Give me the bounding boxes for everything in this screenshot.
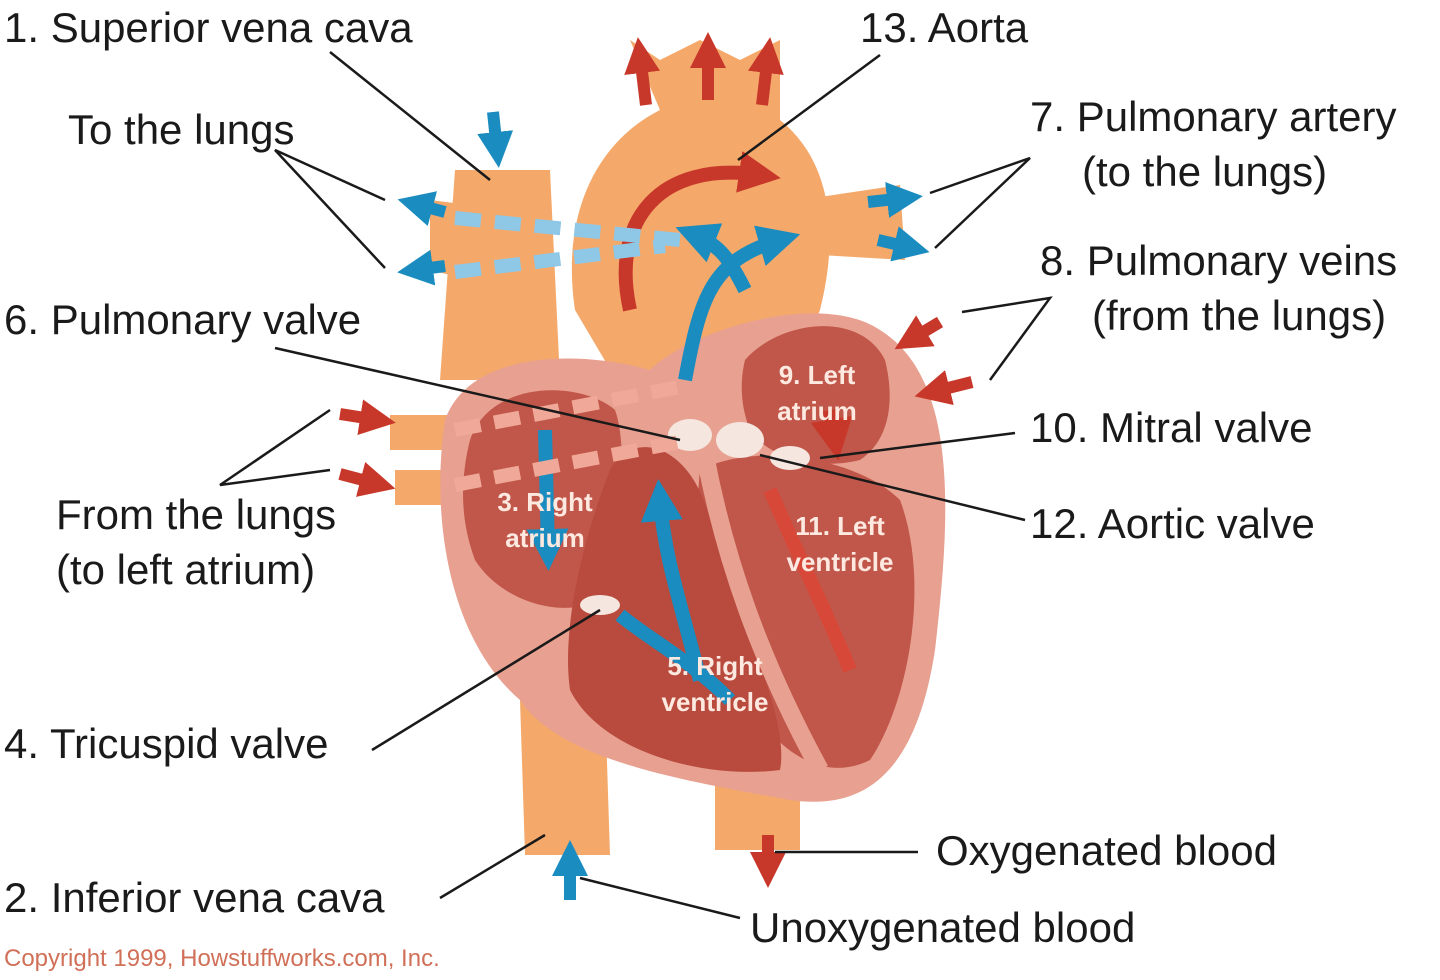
- flow-arrows: [338, 32, 974, 900]
- pa-arrow-upper: [867, 182, 923, 218]
- label-mitral-valve: 10. Mitral valve: [1030, 404, 1313, 451]
- leader-to-lungs: [274, 148, 386, 269]
- aortic-arch-flow: [618, 151, 781, 312]
- pa-arrow-lower: [876, 226, 930, 262]
- septum: [696, 453, 828, 775]
- label-pulmonary-artery-line1: 7. Pulmonary artery: [1030, 93, 1397, 140]
- aortic-valve-shape: [716, 422, 764, 458]
- from-lungs-arrow-lower: [338, 462, 396, 497]
- dashed-vessels: [453, 211, 692, 492]
- pulmonary-trunk-flow: [678, 225, 801, 382]
- leader-pulmonary-valve: [274, 346, 681, 442]
- label-aortic-valve: 12. Aortic valve: [1030, 500, 1315, 547]
- label-from-the-lungs: From the lungs (to left atrium): [56, 488, 336, 597]
- label-inferior-vena-cava: 2. Inferior vena cava: [4, 874, 385, 921]
- pulmonary-trunk-left: [675, 223, 752, 294]
- copyright-notice: Copyright 1999, Howstuffworks.com, Inc.: [4, 945, 440, 972]
- leader-inferior-vena-cava: [439, 833, 546, 900]
- label-tricuspid-valve: 4. Tricuspid valve: [4, 720, 329, 767]
- right-ventricle-flow: [640, 479, 707, 682]
- label-right-atrium: 3. Right atrium: [497, 487, 593, 554]
- label-to-the-lungs: To the lungs: [68, 106, 295, 153]
- leader-lines: [219, 51, 1053, 920]
- leader-aortic-valve: [759, 453, 1026, 522]
- leader-aorta: [737, 53, 881, 162]
- to-lungs-arrow-lower: [397, 249, 446, 286]
- pv-arrow-upper: [894, 315, 944, 350]
- from-lungs-arrow-upper: [339, 399, 396, 435]
- aorta-arrow-left: [624, 37, 661, 106]
- label-oxygenated-blood: Oxygenated blood: [936, 827, 1277, 874]
- label-left-atrium: 9. Left atrium: [777, 360, 857, 427]
- label-pulmonary-artery-line2: (to the lungs): [1082, 147, 1328, 195]
- right-atrium-flow: [526, 429, 569, 571]
- leader-pulmonary-veins: [961, 296, 1053, 381]
- label-from-the-lungs-line1: From the lungs: [56, 491, 337, 538]
- left-atrium: [741, 326, 890, 464]
- to-lungs-arrow-upper: [397, 191, 447, 227]
- leader-mitral-valve: [819, 431, 1016, 460]
- tricuspid-flow: [615, 609, 735, 705]
- svc-arrow: [477, 111, 514, 168]
- label-superior-vena-cava: 1. Superior vena cava: [4, 4, 413, 51]
- label-pulmonary-valve: 6. Pulmonary valve: [4, 296, 362, 343]
- left-ventricle-flow: [763, 487, 857, 673]
- label-left-ventricle: 11. Left ventricle: [786, 511, 894, 578]
- label-pulmonary-artery: 7. Pulmonary artery (to the lungs): [1030, 90, 1396, 199]
- internal-flow: [526, 151, 857, 705]
- pv-arrow-lower: [914, 370, 974, 406]
- pulmonary-valve-shape: [668, 419, 712, 451]
- label-aorta: 13. Aorta: [860, 4, 1029, 51]
- leader-tricuspid-valve: [371, 608, 601, 752]
- leader-superior-vena-cava: [329, 51, 491, 181]
- label-pulmonary-veins: 8. Pulmonary veins (from the lungs): [1040, 234, 1397, 343]
- leader-pulmonary-artery: [929, 156, 1031, 249]
- label-from-the-lungs-line2: (to left atrium): [56, 545, 316, 593]
- left-atrium-flow: [810, 408, 853, 461]
- label-right-ventricle: 5. Right ventricle: [661, 651, 769, 718]
- label-unoxygenated-blood: Unoxygenated blood: [750, 904, 1136, 951]
- tricuspid-valve-shape: [580, 595, 620, 615]
- leader-from-lungs: [219, 408, 331, 487]
- leader-unoxygenated-blood: [579, 876, 741, 920]
- label-pulmonary-veins-line2: (from the lungs): [1092, 291, 1387, 339]
- label-pulmonary-veins-line1: 8. Pulmonary veins: [1040, 237, 1398, 284]
- aorta-arrow-right: [747, 37, 784, 106]
